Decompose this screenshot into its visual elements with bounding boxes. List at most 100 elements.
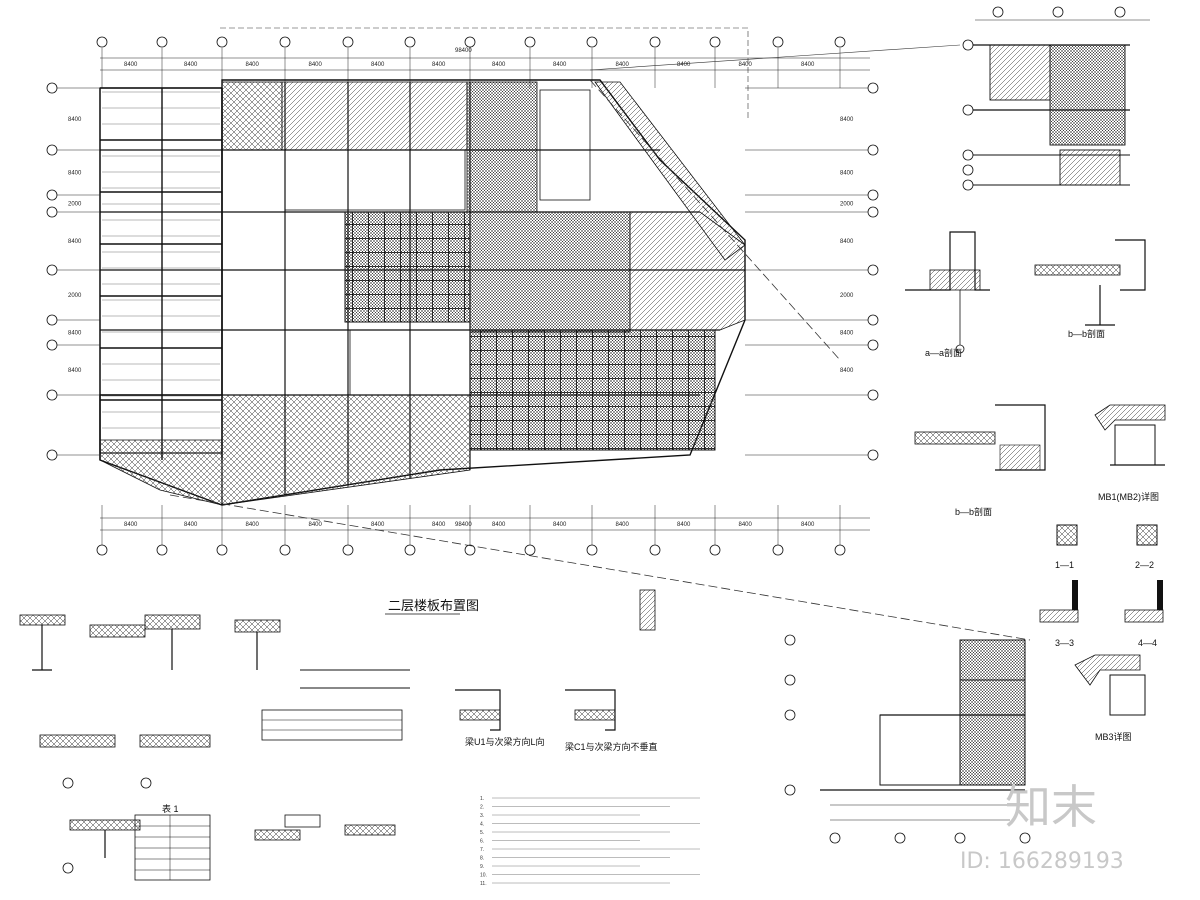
note-line: 2.	[480, 805, 484, 811]
axis-bubble-top	[464, 36, 476, 48]
bottom-dimension-label: 8400	[432, 522, 446, 528]
bottom-dimension-label: 8400	[677, 522, 691, 528]
caption-right: 梁C1与次梁方向不垂直	[565, 741, 658, 752]
axis-bubble-bottom	[524, 544, 536, 556]
top-dimension-label: 8400	[739, 62, 753, 68]
axis-bubble-right	[867, 314, 879, 326]
axis-bubble-right	[867, 389, 879, 401]
general-notes: 1. 2. 3. 4. 5. 6. 7. 8. 9. 10. 11.	[480, 796, 700, 887]
axis-bubble-bottom	[279, 544, 291, 556]
note-line: 9.	[480, 864, 484, 870]
note-line: 7.	[480, 847, 484, 853]
axis-bubble-right	[867, 449, 879, 461]
side-dimension-label: 8400	[840, 171, 854, 177]
bottom-dimension-label: 8400	[246, 522, 260, 528]
axis-bubble	[894, 832, 906, 844]
side-dimension-label: 8400	[840, 331, 854, 337]
axis-bubble-left	[46, 206, 58, 218]
axis-bubble-bottom	[649, 544, 661, 556]
section-b2-label: b—b剖面	[955, 506, 992, 517]
side-dimension-label: 8400	[68, 171, 82, 177]
axis-bubble-left	[46, 339, 58, 351]
bottom-dimension-label: 8400	[124, 522, 138, 528]
axis-bubble-left	[46, 449, 58, 461]
axis-bubble	[784, 709, 796, 721]
bottom-dimension-label: 8400	[801, 522, 815, 528]
axis-bubble-top	[342, 36, 354, 48]
axis-bubble	[829, 832, 841, 844]
note-line: 11.	[480, 881, 487, 887]
axis-bubble	[784, 784, 796, 796]
axis-bubble-bottom	[156, 544, 168, 556]
top-dimension-label: 8400	[184, 62, 198, 68]
section-a	[905, 231, 990, 354]
axis-bubble	[962, 39, 974, 51]
plan-title: 二层楼板布置图	[388, 599, 479, 614]
side-dimension-label: 8400	[840, 368, 854, 374]
axis-bubble-left	[46, 144, 58, 156]
axis-bubble	[784, 634, 796, 646]
axis-bubble-top	[524, 36, 536, 48]
side-dimension-label: 2000	[68, 293, 82, 299]
top-dimension-label: 8400	[246, 62, 260, 68]
axis-bubble-bottom	[404, 544, 416, 556]
side-dimension-labels: 8400 8400 8400 8400 2000 2000 8400 8400 2000 2000…	[68, 117, 854, 374]
axis-bubble-bottom	[216, 544, 228, 556]
axis-bubble-top	[279, 36, 291, 48]
side-dimension-label: 8400	[840, 239, 854, 245]
top-dimension-label: 8400	[616, 62, 630, 68]
bottom-dimension-label: 8400	[492, 522, 506, 528]
axis-bubble-left	[46, 389, 58, 401]
note-line: 8.	[480, 856, 484, 862]
top-dimension-label: 8400	[492, 62, 506, 68]
section-1-1: 1—1	[1055, 560, 1074, 570]
note-line: 1.	[480, 796, 484, 802]
note-line: 10.	[480, 873, 487, 879]
axis-bubble	[1114, 6, 1126, 18]
axis-bubble-top	[649, 36, 661, 48]
caption-left: 梁U1与次梁方向L向	[465, 736, 545, 747]
axis-bubble-bottom	[834, 544, 846, 556]
side-dimension-label: 8400	[68, 117, 82, 123]
axis-bubble-right	[867, 189, 879, 201]
detail-mb12	[1094, 404, 1166, 466]
top-dimension-label: 8400	[309, 62, 323, 68]
bottom-dimension-label: 8400	[616, 522, 630, 528]
side-dimension-label: 2000	[840, 293, 854, 299]
axis-bubble-bottom	[586, 544, 598, 556]
axis-bubble-bottom	[772, 544, 784, 556]
axis-bubble	[992, 6, 1004, 18]
top-dimension-label: 8400	[432, 62, 446, 68]
top-dimension-label: 8400	[124, 62, 138, 68]
axis-bubble-top	[156, 36, 168, 48]
bottom-dimension-label: 8400	[371, 522, 385, 528]
side-dimension-label: 8400	[68, 331, 82, 337]
axis-bubble-right	[867, 339, 879, 351]
axis-bubble	[962, 179, 974, 191]
axis-bubble-top	[96, 36, 108, 48]
total-dimension-top: 98400	[455, 48, 472, 54]
section-b1-label: b—b剖面	[1068, 328, 1105, 339]
table1-title: 表 1	[162, 803, 179, 814]
side-dimension-label: 2000	[68, 202, 82, 208]
axis-bubble-top	[772, 36, 784, 48]
axis-bubble	[784, 674, 796, 686]
note-line: 4.	[480, 822, 484, 828]
axis-bubble-bottom	[96, 544, 108, 556]
bottom-dimension-label: 8400	[739, 522, 753, 528]
axis-bubble-right	[867, 264, 879, 276]
note-line: 6.	[480, 839, 484, 845]
top-dimension-label: 8400	[371, 62, 385, 68]
note-line: 5.	[480, 830, 484, 836]
side-dimension-label: 2000	[840, 202, 854, 208]
axis-bubble	[954, 832, 966, 844]
axis-bubble-top	[404, 36, 416, 48]
watermark-logo: 知末	[1005, 780, 1097, 834]
total-dimension-bottom: 98400	[455, 522, 472, 528]
floor-plan	[46, 27, 1031, 641]
axis-bubble	[962, 164, 974, 176]
note-line: 3.	[480, 813, 484, 819]
column-sections	[1039, 524, 1164, 623]
